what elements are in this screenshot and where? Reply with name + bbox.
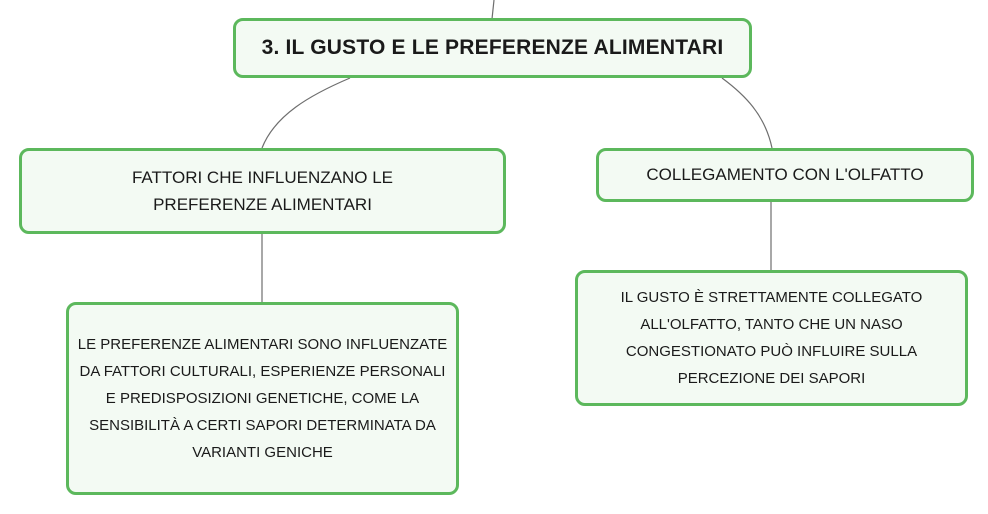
node-gusto-olfatto-detail[interactable]: IL GUSTO È STRETTAMENTE COLLEGATO ALL'OL… (575, 270, 968, 406)
root-node-label: 3. IL GUSTO E LE PREFERENZE ALIMENTARI (261, 36, 724, 59)
node-gusto-olfatto-detail-text: IL GUSTO È STRETTAMENTE COLLEGATO ALL'OL… (620, 289, 923, 387)
node-preferenze-detail-text: LE PREFERENZE ALIMENTARI SONO INFLUENZAT… (77, 336, 448, 461)
node-preferenze-detail[interactable]: LE PREFERENZE ALIMENTARI SONO INFLUENZAT… (66, 302, 459, 495)
connector-root-to-fattori (261, 77, 351, 149)
node-collegamento-olfatto-label: COLLEGAMENTO CON L'OLFATTO (646, 165, 924, 184)
root-node[interactable]: 3. IL GUSTO E LE PREFERENZE ALIMENTARI (233, 18, 752, 78)
connector-root-to-olfatto (721, 77, 773, 149)
node-fattori-preferenze[interactable]: FATTORI CHE INFLUENZANO LE PREFERENZE AL… (19, 148, 506, 234)
connector-parent-to-root (491, 0, 495, 20)
node-fattori-preferenze-label: FATTORI CHE INFLUENZANO LE PREFERENZE AL… (131, 168, 394, 214)
node-collegamento-olfatto[interactable]: COLLEGAMENTO CON L'OLFATTO (596, 148, 974, 202)
